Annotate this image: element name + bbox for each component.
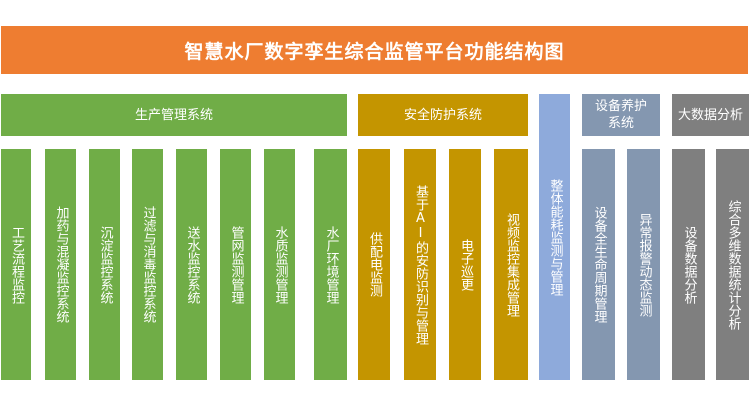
bigdata-item-multidimensional: 综合多维数据统计分析 [716, 149, 749, 380]
equipment-system-label: 设备养护系统 [594, 99, 647, 131]
equipment-item-alarm: 异常报警动态监测 [627, 149, 660, 380]
security-item-ai-security: 基于AI的安防识别与管理 [404, 149, 436, 380]
production-item-sedimentation: 沉淀监控系统 [89, 149, 120, 380]
production-item-pipe-network: 管网监测管理 [220, 149, 251, 380]
page-title: 智慧水厂数字孪生综合监管平台功能结构图 [1, 26, 748, 74]
production-item-filtration-disinfection: 过滤与消毒监控系统 [132, 149, 163, 380]
production-item-label: 水厂环境管理 [323, 225, 339, 304]
equipment-item-label: 异常报警动态监测 [636, 212, 652, 317]
bigdata-system-header: 大数据分析 [672, 94, 749, 136]
production-item-label: 沉淀监控系统 [97, 225, 113, 304]
bigdata-item-label: 设备数据分析 [681, 225, 697, 304]
production-item-label: 加药与混凝监控系统 [53, 206, 69, 323]
energy-system-column: 整体能耗监测与管理 [539, 94, 570, 380]
production-item-process-monitoring: 工艺流程监控 [1, 149, 31, 380]
production-system-header: 生产管理系统 [1, 94, 347, 136]
security-item-label: 基于AI的安防识别与管理 [413, 184, 428, 345]
production-item-water-delivery: 送水监控系统 [176, 149, 207, 380]
bigdata-system-label: 大数据分析 [677, 107, 743, 123]
energy-system-label: 整体能耗监测与管理 [547, 178, 563, 296]
security-item-patrol: 电子巡更 [449, 149, 481, 380]
security-item-video-monitoring: 视频监控集成管理 [494, 149, 528, 380]
bigdata-item-equipment-data: 设备数据分析 [672, 149, 705, 380]
production-item-label: 过滤与消毒监控系统 [140, 206, 156, 323]
bigdata-item-label: 综合多维数据统计分析 [725, 199, 741, 330]
security-item-power-supply: 供配电监测 [358, 149, 390, 380]
security-item-label: 电子巡更 [458, 238, 473, 291]
security-item-label: 视频监控集成管理 [504, 212, 519, 317]
production-item-plant-environment: 水厂环境管理 [314, 149, 347, 380]
equipment-item-lifecycle: 设备全生命周期管理 [582, 149, 615, 380]
production-item-label: 送水监控系统 [184, 225, 200, 304]
production-item-dosing-coagulation: 加药与混凝监控系统 [45, 149, 76, 380]
security-system-header: 安全防护系统 [358, 94, 528, 136]
production-item-label: 工艺流程监控 [9, 225, 24, 304]
equipment-system-header: 设备养护系统 [582, 94, 660, 136]
production-item-label: 水质监测管理 [272, 225, 288, 304]
equipment-item-text: 设备全生命周期管理 [591, 206, 607, 323]
equipment-item-label: 设备全生命周期管理 [591, 206, 607, 323]
production-item-water-quality: 水质监测管理 [264, 149, 295, 380]
production-item-label: 管网监测管理 [228, 225, 244, 304]
security-item-label: 供配电监测 [367, 232, 382, 297]
